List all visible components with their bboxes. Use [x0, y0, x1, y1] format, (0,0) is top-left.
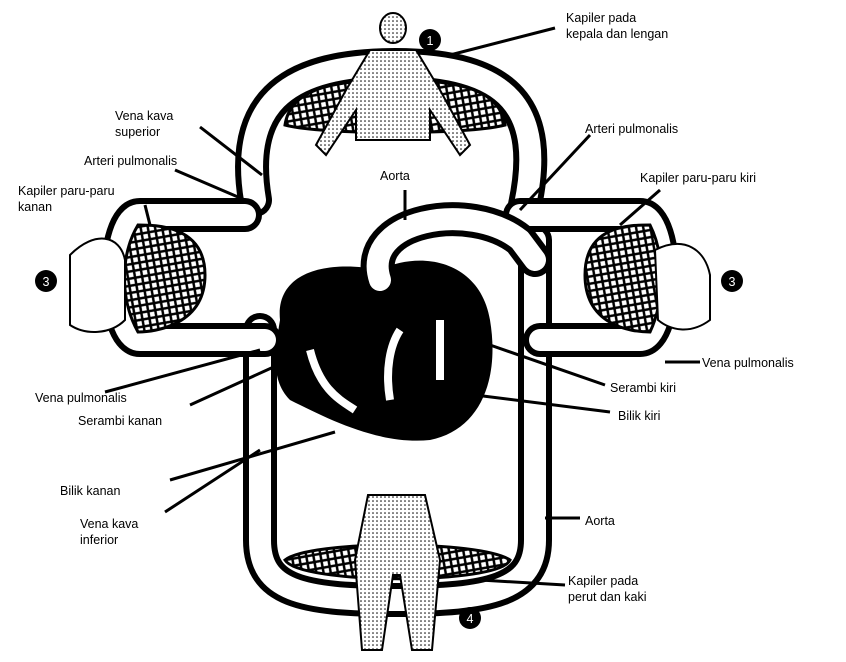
marker-circle-left: 3	[35, 270, 57, 292]
right-lung-loop	[70, 215, 265, 340]
marker-circle-right: 3	[721, 270, 743, 292]
label-aorta-top: Aorta	[380, 169, 410, 183]
label-serambi-kanan: Serambi kanan	[78, 414, 162, 428]
label-vena-kava-superior-line2: superior	[115, 125, 160, 139]
marker-circle-top: 1	[419, 29, 441, 51]
label-kapiler-kepala-line2: kepala dan lengan	[566, 27, 668, 41]
svg-text:3: 3	[729, 275, 736, 289]
label-bilik-kanan: Bilik kanan	[60, 484, 120, 498]
label-kapiler-perut-line1: Kapiler pada	[568, 574, 638, 588]
svg-text:1: 1	[427, 34, 434, 48]
marker-circle-bottom: 4	[459, 607, 481, 629]
label-kapiler-perut-line2: perut dan kaki	[568, 590, 647, 604]
label-serambi-kiri: Serambi kiri	[610, 381, 676, 395]
label-vena-kava-inferior-line1: Vena kava	[80, 517, 138, 531]
label-arteri-pulmonalis-right: Arteri pulmonalis	[585, 122, 678, 136]
label-vena-kava-superior-line1: Vena kava	[115, 109, 173, 123]
label-kapiler-paru-kanan-line1: Kapiler paru-paru	[18, 184, 115, 198]
label-vena-pulmonalis-left: Vena pulmonalis	[35, 391, 127, 405]
svg-text:4: 4	[467, 612, 474, 626]
label-vena-kava-inferior-line2: inferior	[80, 533, 118, 547]
lower-body-figure	[355, 495, 440, 650]
label-bilik-kiri: Bilik kiri	[618, 409, 660, 423]
label-kapiler-paru-kanan-line2: kanan	[18, 200, 52, 214]
label-kapiler-kepala-line1: Kapiler pada	[566, 11, 636, 25]
label-aorta-bottom: Aorta	[585, 514, 615, 528]
label-kapiler-paru-kiri: Kapiler paru-paru kiri	[640, 171, 756, 185]
label-arteri-pulmonalis-left: Arteri pulmonalis	[84, 154, 177, 168]
svg-text:3: 3	[43, 275, 50, 289]
label-vena-pulmonalis-right: Vena pulmonalis	[702, 356, 794, 370]
